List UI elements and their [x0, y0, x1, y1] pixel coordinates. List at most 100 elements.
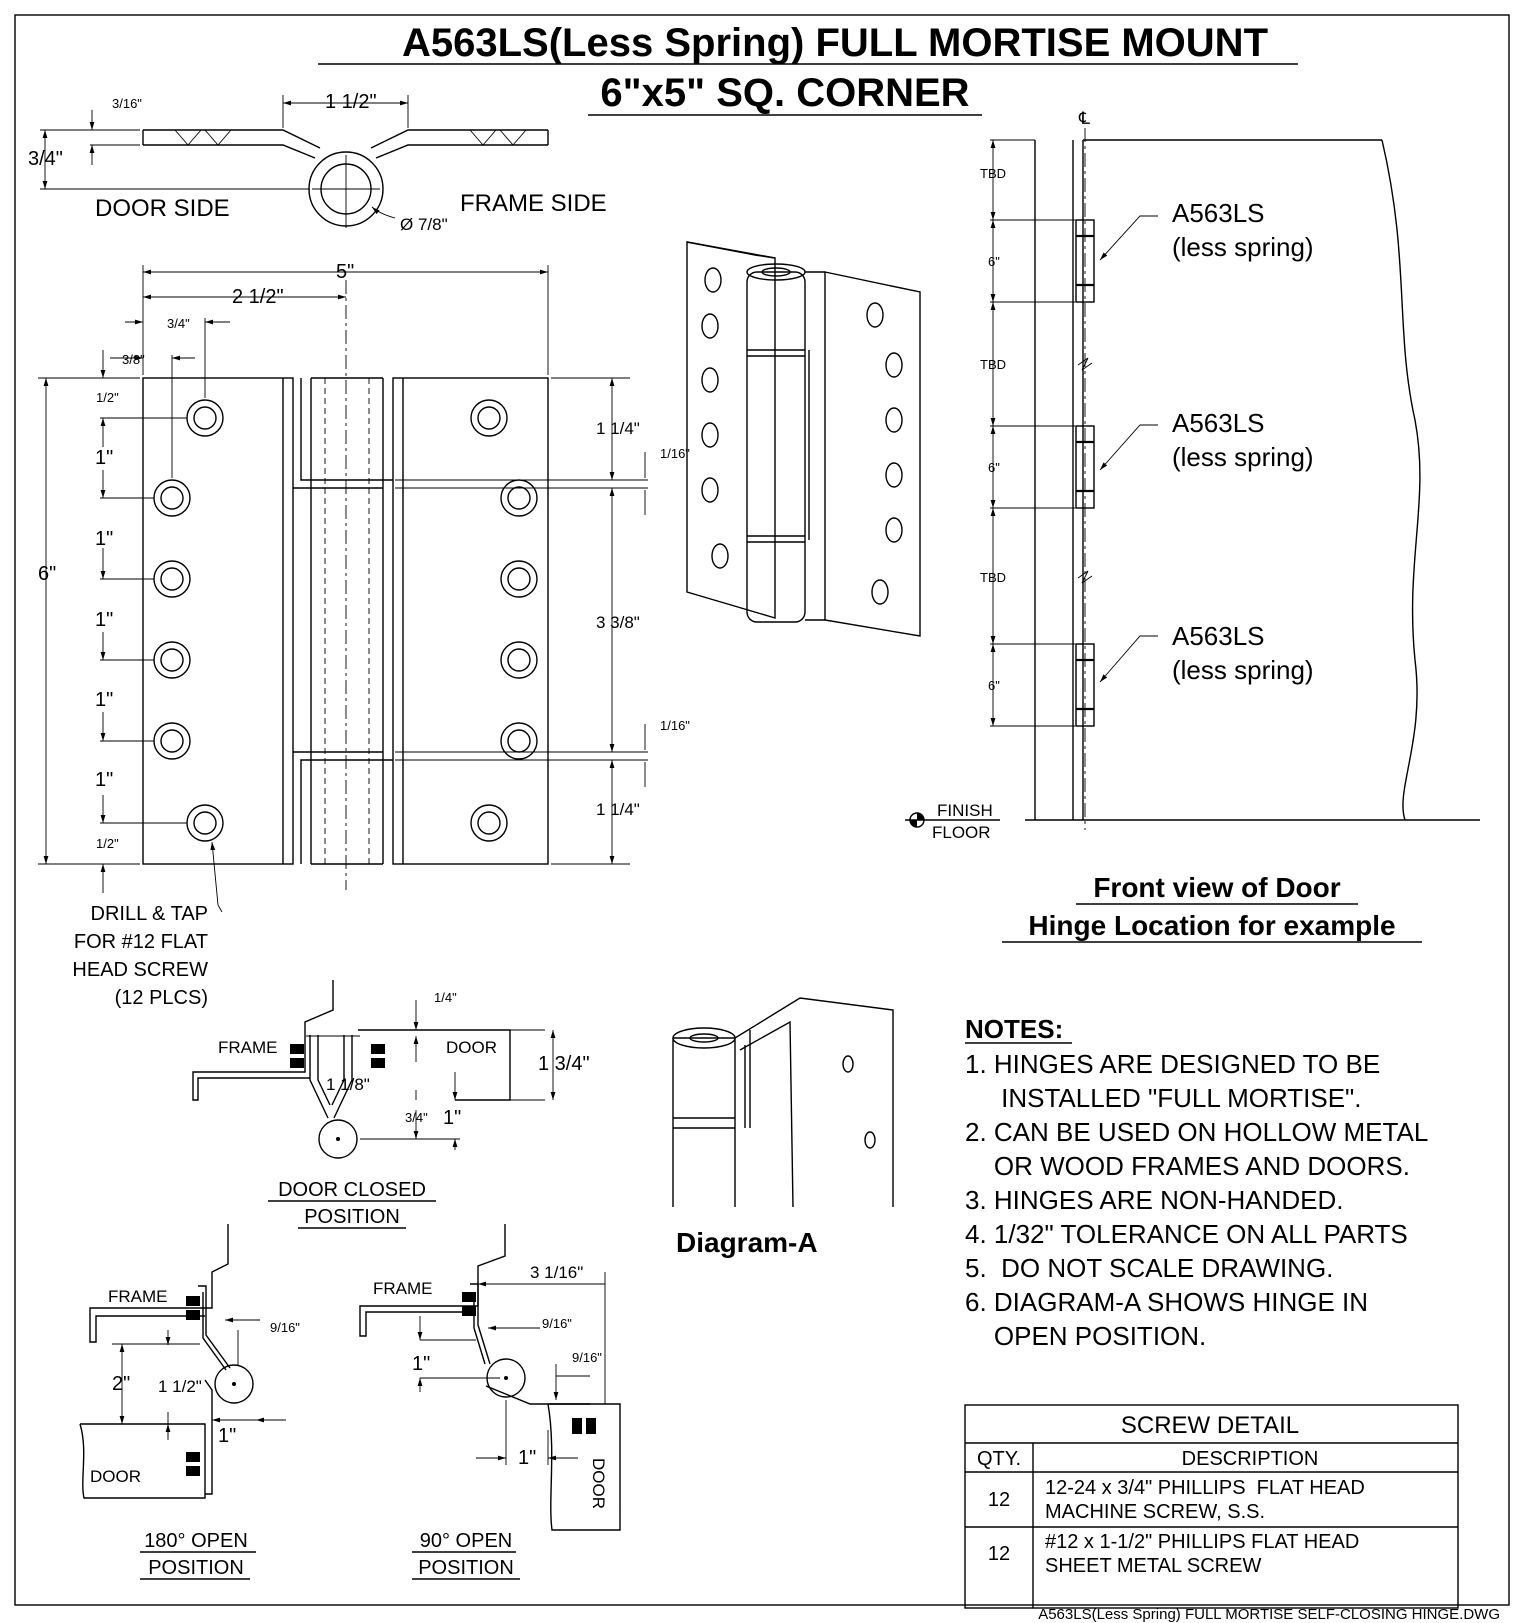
- open180-caption-2: POSITION: [148, 1557, 244, 1579]
- hinge-label-3b: (less spring): [1172, 655, 1314, 685]
- drill-note-2: FOR #12 FLAT: [74, 931, 208, 953]
- tbd-1: TBD: [980, 166, 1006, 181]
- dim-5: 5": [336, 261, 354, 283]
- hinge-label-1a: A563LS: [1172, 198, 1265, 228]
- finish-floor-2: FLOOR: [932, 823, 991, 842]
- open180-dim-9-16: 9/16": [270, 1320, 300, 1335]
- door-front-caption-1: Front view of Door: [1093, 872, 1340, 903]
- hinge-label-2a: A563LS: [1172, 408, 1265, 438]
- door-side-label: DOOR SIDE: [95, 195, 230, 222]
- screw-row-2-desc-2: SHEET METAL SCREW: [1045, 1555, 1261, 1577]
- filename: A563LS(Less Spring) FULL MORTISE SELF-CL…: [1038, 1606, 1500, 1623]
- dim-3-16-top: 3/16": [112, 96, 142, 111]
- tbd-2: TBD: [980, 357, 1006, 372]
- closed-dim-1: 1": [443, 1107, 461, 1129]
- note-line-5: 3. HINGES ARE NON-HANDED.: [965, 1185, 1344, 1215]
- screw-row-2-qty: 12: [988, 1543, 1010, 1565]
- drill-note-3: HEAD SCREW: [72, 959, 208, 981]
- open90-caption-2: POSITION: [418, 1557, 514, 1579]
- note-line-2: INSTALLED "FULL MORTISE".: [965, 1083, 1362, 1113]
- open180-dim-1: 1": [218, 1425, 236, 1447]
- right-dim-2: 1/16": [660, 446, 690, 461]
- hinge-label-2b: (less spring): [1172, 442, 1314, 472]
- closed-frame-label: FRAME: [218, 1038, 278, 1057]
- frame-side-label: FRAME SIDE: [460, 190, 607, 217]
- title-block: A563LS(Less Spring) FULL MORTISE MOUNT 6…: [318, 21, 1298, 116]
- hinge-label-1b: (less spring): [1172, 232, 1314, 262]
- open90-dim-1-b: 1": [518, 1447, 536, 1469]
- diagram-a: Diagram-A: [672, 997, 894, 1258]
- sheet-border: [14, 14, 1510, 1606]
- screw-row-2-desc-1: #12 x 1-1/2" PHILLIPS FLAT HEAD: [1045, 1531, 1359, 1553]
- note-line-6: 4. 1/32" TOLERANCE ON ALL PARTS: [965, 1219, 1408, 1249]
- dim-3-4-top: 3/4": [28, 148, 63, 170]
- open90-dim-3-1-16: 3 1/16": [530, 1263, 583, 1282]
- dim-1-1-2-top: 1 1/2": [325, 91, 377, 113]
- hinge-label-3a: A563LS: [1172, 621, 1265, 651]
- closed-caption-2: POSITION: [304, 1206, 400, 1228]
- hinge-locations: [1075, 219, 1095, 727]
- closed-caption-1: DOOR CLOSED: [278, 1179, 426, 1201]
- open180-frame-label: FRAME: [108, 1287, 168, 1306]
- closed-dim-1-3-4: 1 3/4": [538, 1053, 590, 1075]
- open180-caption-1: 180° OPEN: [144, 1530, 248, 1552]
- right-dim-1: 1 1/4": [596, 419, 640, 438]
- note-line-1: 1. HINGES ARE DESIGNED TO BE: [965, 1049, 1380, 1079]
- right-dim-5: 1 1/4": [596, 800, 640, 819]
- open180-door-label: DOOR: [90, 1467, 141, 1486]
- dim-pin-diameter: Ø 7/8": [400, 215, 448, 234]
- finish-floor-1: FINISH: [937, 801, 993, 820]
- notes-heading: NOTES:: [965, 1014, 1063, 1044]
- closed-dim-1-4: 1/4": [434, 990, 457, 1005]
- tbd-3: TBD: [980, 570, 1006, 585]
- dim-6: 6": [38, 563, 56, 585]
- open90-frame-label: FRAME: [373, 1279, 433, 1298]
- closed-door-label: DOOR: [446, 1038, 497, 1057]
- left-dim-6: 1": [95, 769, 113, 791]
- drill-note-1: DRILL & TAP: [91, 903, 208, 925]
- open90-dim-1-a: 1": [412, 1353, 430, 1375]
- open90-dim-9-16-b: 9/16": [572, 1350, 602, 1365]
- right-dim-4: 1/16": [660, 718, 690, 733]
- note-line-9: OPEN POSITION.: [965, 1321, 1206, 1351]
- title-line-1: A563LS(Less Spring) FULL MORTISE MOUNT: [402, 21, 1268, 65]
- right-dim-3: 3 3/8": [596, 613, 640, 632]
- open90-door-label: DOOR: [589, 1458, 608, 1509]
- six-2: 6": [988, 460, 1000, 475]
- closed-dim-3-4: 3/4": [405, 1110, 428, 1125]
- diagram-a-caption: Diagram-A: [676, 1227, 818, 1258]
- six-3: 6": [988, 678, 1000, 693]
- notes: NOTES: 1. HINGES ARE DESIGNED TO BE INST…: [965, 1014, 1428, 1351]
- top-view: 3/16" 3/4" 1 1/2" Ø 7/8" DOOR SIDE FRAME…: [28, 91, 607, 234]
- note-line-8: 6. DIAGRAM-A SHOWS HINGE IN: [965, 1287, 1368, 1317]
- screw-detail-table: SCREW DETAIL QTY. DESCRIPTION 12 12-24 x…: [964, 1404, 1459, 1609]
- drill-note-4: (12 PLCS): [115, 987, 208, 1009]
- screw-col-qty: QTY.: [977, 1448, 1021, 1470]
- hinge-front-view: 5" 2 1/2" 3/4" 3/8" 6" 1/2" 1" 1" 1" 1" …: [38, 261, 690, 1009]
- left-dim-2: 1": [95, 447, 113, 469]
- open-180-detail: FRAME DOOR 9/16" 2" 1 1/2" 1" 180° OPEN …: [79, 1224, 300, 1580]
- open180-dim-2: 2": [112, 1373, 130, 1395]
- open90-caption-1: 90° OPEN: [420, 1530, 512, 1552]
- door-front-caption-2: Hinge Location for example: [1028, 910, 1395, 941]
- centerline-mark: ℄: [1078, 109, 1090, 128]
- six-1: 6": [988, 254, 1000, 269]
- open90-dim-9-16-a: 9/16": [542, 1316, 572, 1331]
- screw-row-1-desc-1: 12-24 x 3/4" PHILLIPS FLAT HEAD: [1045, 1477, 1365, 1499]
- isometric-hinge: [686, 241, 921, 637]
- dim-3-4-hole: 3/4": [167, 316, 190, 331]
- screw-row-1-qty: 12: [988, 1489, 1010, 1511]
- left-dim-1: 1/2": [96, 390, 119, 405]
- door-closed-detail: FRAME DOOR 1/4" 1 3/4" 1 1/8" 1" 3/4" DO…: [192, 980, 590, 1229]
- screw-table-title: SCREW DETAIL: [1121, 1412, 1299, 1439]
- closed-screws: [290, 1044, 385, 1068]
- left-dim-4: 1": [95, 609, 113, 631]
- open-90-detail: FRAME DOOR 3 1/16" 9/16" 9/16" 1" 1" 90°…: [359, 1224, 621, 1580]
- screw-holes: [153, 399, 538, 842]
- dim-2-1-2: 2 1/2": [232, 286, 284, 308]
- dim-3-8-hole: 3/8": [122, 352, 145, 367]
- note-line-4: OR WOOD FRAMES AND DOORS.: [965, 1151, 1410, 1181]
- open180-dim-1-1-2: 1 1/2": [158, 1377, 202, 1396]
- screw-row-1-desc-2: MACHINE SCREW, S.S.: [1045, 1501, 1265, 1523]
